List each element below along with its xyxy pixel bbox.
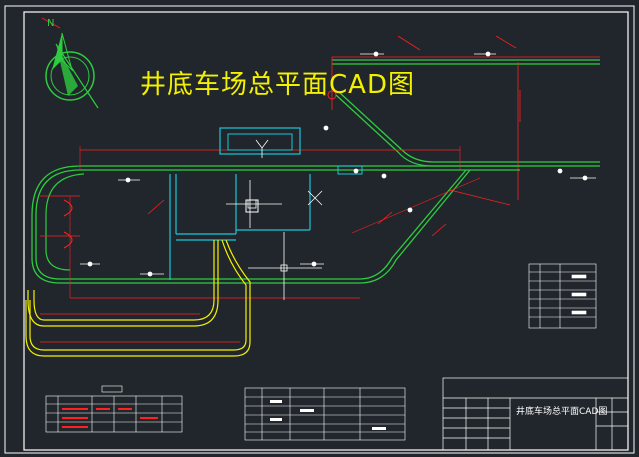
bottom-middle-table	[244, 387, 406, 441]
drawing-title: 井底车场总平面CAD图	[140, 70, 415, 100]
dimension-lines	[40, 146, 511, 299]
upper-track	[327, 56, 600, 200]
leader-lines	[41, 17, 521, 237]
north-arrow-icon	[45, 32, 99, 109]
switch-marker-icon	[80, 51, 596, 277]
north-label: N	[47, 18, 55, 29]
title-block-name: 井底车场总平面CAD图	[516, 407, 608, 417]
title-block	[442, 377, 629, 451]
main-loop-track	[31, 165, 520, 284]
crosshair-icon	[226, 139, 323, 300]
bottom-left-table	[45, 385, 183, 433]
yellow-side-tracks	[25, 239, 251, 357]
inner-frame	[23, 11, 629, 451]
legend-table	[528, 263, 597, 329]
outer-frame	[4, 5, 635, 454]
